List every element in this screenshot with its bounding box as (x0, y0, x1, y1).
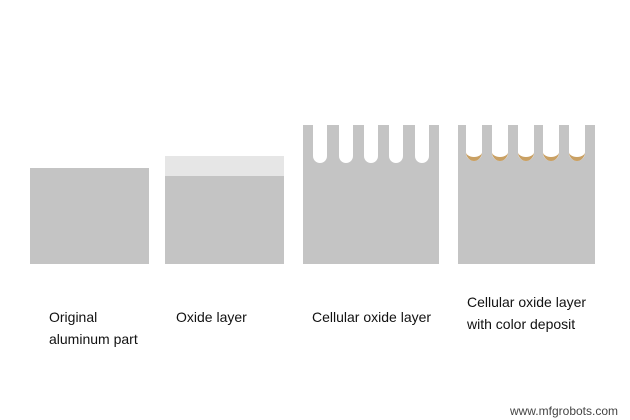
caption-line: Cellular oxide layer (312, 309, 432, 325)
caption-line: Original (49, 309, 98, 325)
original-aluminum-block (30, 168, 149, 264)
color-deposit (569, 152, 585, 161)
caption-cellular-oxide-with-color-deposit: Cellular oxide layer with color deposit (467, 291, 586, 335)
color-deposit-block (458, 125, 595, 264)
oxide-layer-strip (165, 156, 284, 176)
color-deposit (492, 152, 508, 161)
watermark: www.mfgrobots.com (509, 404, 618, 418)
caption-line: aluminum part (49, 331, 138, 347)
color-deposit (466, 152, 482, 161)
oxide-layer-block (165, 156, 284, 264)
cellular-oxide-shape-colored (458, 125, 595, 264)
cellular-oxide-shape (303, 125, 439, 264)
color-deposits (466, 152, 585, 161)
caption-line: Oxide layer (176, 309, 247, 325)
caption-cellular-oxide-layer: Cellular oxide layer (312, 306, 431, 328)
caption-oxide-layer: Oxide layer (176, 306, 247, 328)
caption-line: Cellular oxide layer (467, 294, 587, 310)
caption-original-aluminum-part: Original aluminum part (49, 306, 138, 350)
cellular-oxide-block (303, 125, 439, 264)
caption-line: with color deposit (467, 316, 576, 332)
color-deposit (518, 152, 534, 161)
color-deposit (543, 152, 559, 161)
